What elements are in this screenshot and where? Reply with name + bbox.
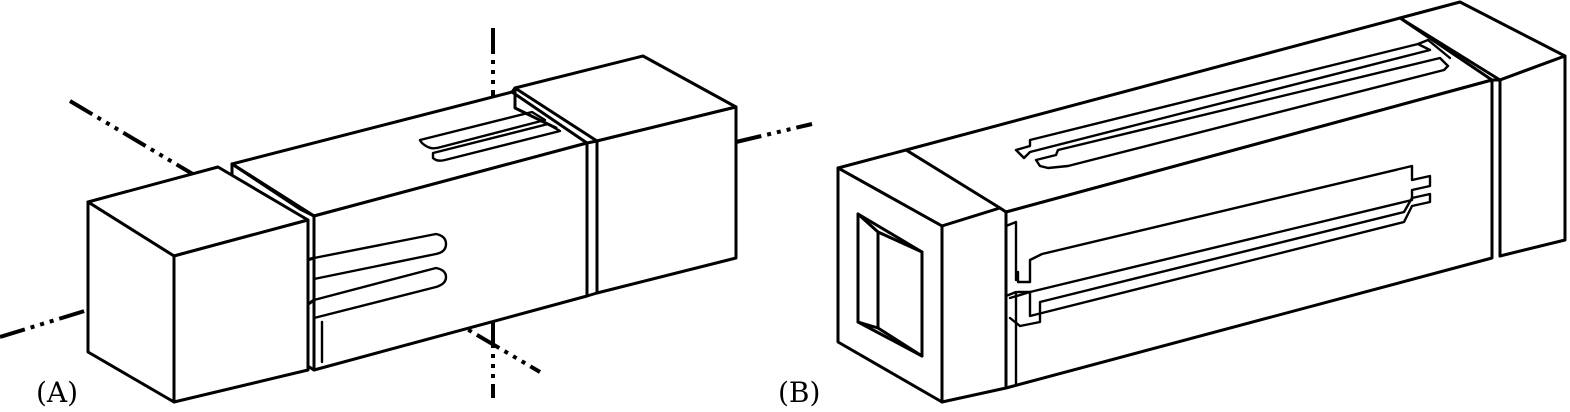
middle-top-step: [510, 86, 558, 130]
top-face-slit-joint: [1416, 38, 1452, 60]
panel-b: (B): [778, 0, 1567, 409]
top-slot-inner: [431, 122, 562, 162]
panel-b-left-cap: [836, 148, 1008, 404]
panel-b-label: (B): [778, 376, 820, 409]
right-block-front: [595, 105, 738, 295]
left-block-side: [172, 218, 310, 404]
panel-a: (A): [0, 28, 813, 409]
front-face-slit-outline: [1004, 220, 1018, 386]
long-axis-left: [68, 99, 198, 178]
square-hole-depth-floor: [856, 320, 880, 330]
panel-b-right-cap: [1398, 0, 1567, 258]
square-hole-depth-line: [876, 230, 924, 254]
panel-b-body: [904, 16, 1502, 390]
panel-a-label: (A): [36, 376, 78, 409]
front-slot-upper: [312, 232, 448, 281]
top-face-slit-inner: [1034, 56, 1450, 170]
long-axis-left-lower: [0, 295, 131, 339]
middle-gap-top: [230, 162, 316, 218]
top-slot: [418, 110, 547, 150]
panel-a-left-block: [86, 165, 310, 404]
top-face-slit-outer: [1014, 42, 1432, 160]
long-axis-right: [735, 122, 813, 144]
square-hole-inner-depth: [856, 212, 924, 358]
front-slot-middle: [312, 266, 448, 320]
panel-a-right-block: [513, 54, 738, 298]
front-face-slit-lower: [1008, 192, 1432, 328]
left-cap-side: [940, 206, 1008, 404]
right-cap-front: [1498, 54, 1567, 258]
